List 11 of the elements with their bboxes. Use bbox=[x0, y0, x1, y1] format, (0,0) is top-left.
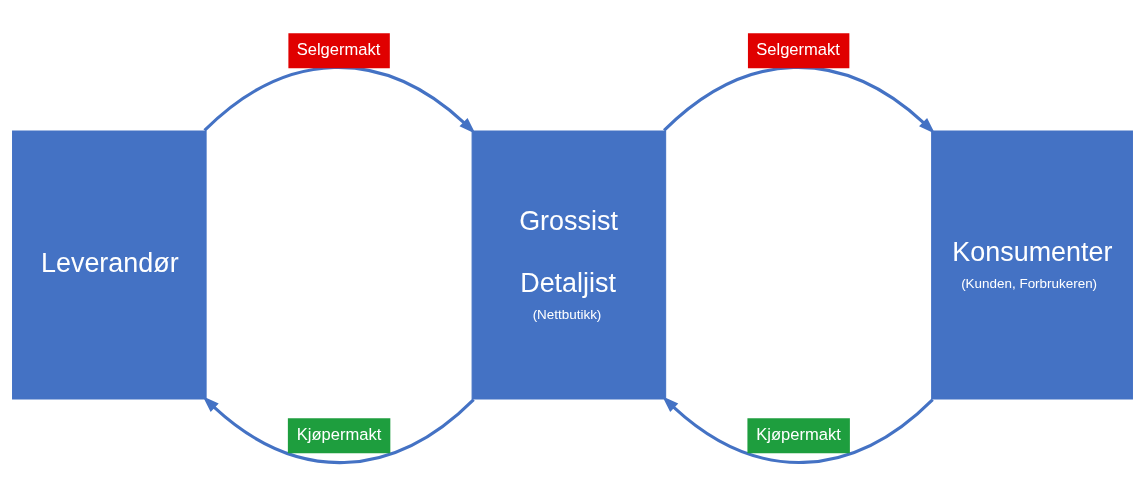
arrow bbox=[202, 395, 475, 464]
edge-label: Selgermakt bbox=[296, 39, 381, 59]
edge-label: Kjøpermakt bbox=[756, 424, 841, 444]
node-box: Grossist Detaljist (Nettbutikk) bbox=[471, 129, 667, 400]
edge-label: Selgermakt bbox=[756, 39, 840, 59]
node-box: Konsumenter (Kunden, Forbrukeren) bbox=[931, 129, 1133, 400]
node-box: Leverandør bbox=[12, 129, 207, 400]
arrow bbox=[662, 395, 934, 464]
arrow bbox=[203, 65, 476, 134]
edge-label: Kjøpermakt bbox=[296, 424, 382, 444]
arrow bbox=[663, 65, 936, 134]
